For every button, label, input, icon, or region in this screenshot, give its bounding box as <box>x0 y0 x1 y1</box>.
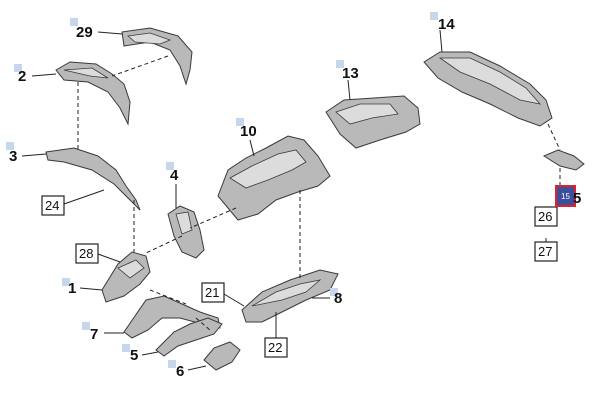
part-8-detail <box>251 279 322 307</box>
part-14-heat-shield[interactable] <box>423 51 553 127</box>
dash-29-2 <box>111 55 169 77</box>
callout-2[interactable]: 2 <box>14 64 26 85</box>
box-26[interactable]: 26 <box>534 206 558 227</box>
svg-text:6: 6 <box>176 363 184 380</box>
part-1-heat-shield[interactable] <box>101 251 151 303</box>
dash-7-5 <box>195 317 211 331</box>
svg-text:14: 14 <box>438 16 455 33</box>
svg-text:27: 27 <box>538 244 552 259</box>
callout-15-highlighted[interactable]: 15 5 <box>555 185 581 207</box>
callout-5[interactable]: 5 <box>122 344 138 364</box>
svg-text:22: 22 <box>268 340 282 355</box>
svg-text:7: 7 <box>90 326 98 343</box>
callout-1[interactable]: 1 <box>62 278 76 297</box>
svg-text:3: 3 <box>9 148 17 165</box>
svg-text:28: 28 <box>79 246 93 261</box>
part-6-bracket[interactable] <box>203 341 241 371</box>
dash-4-1 <box>143 235 183 255</box>
callout-3[interactable]: 3 <box>6 142 17 165</box>
svg-text:15: 15 <box>561 192 570 201</box>
part-10-detail <box>229 149 307 189</box>
leader-29 <box>97 31 123 35</box>
svg-text:8: 8 <box>334 290 342 307</box>
leader-28 <box>97 253 121 263</box>
part-2-detail <box>63 67 109 79</box>
svg-text:2: 2 <box>18 68 26 85</box>
svg-text:26: 26 <box>538 209 552 224</box>
leader-5 <box>141 351 159 356</box>
callout-14[interactable]: 14 <box>430 12 455 33</box>
dash-14-15 <box>547 123 561 151</box>
part-13-detail <box>335 103 399 125</box>
svg-text:10: 10 <box>240 123 257 140</box>
box-22[interactable]: 22 <box>264 337 288 358</box>
callout-6[interactable]: 6 <box>168 360 184 380</box>
part-3-heat-shield[interactable] <box>45 147 141 211</box>
leader-1 <box>79 287 103 291</box>
leader-21 <box>223 293 245 307</box>
part-5-heat-shield[interactable] <box>155 317 223 357</box>
part-2-heat-shield[interactable] <box>55 61 131 126</box>
svg-text:1: 1 <box>68 280 76 297</box>
box-21[interactable]: 21 <box>201 282 225 303</box>
part-15-clip[interactable] <box>542 149 585 171</box>
callout-7[interactable]: 7 <box>82 322 98 343</box>
part-4-detail <box>175 211 193 235</box>
part-1-detail <box>117 259 145 279</box>
svg-text:21: 21 <box>205 285 219 300</box>
callout-4[interactable]: 4 <box>166 162 179 184</box>
svg-text:13: 13 <box>342 65 359 82</box>
callout-15-suffix: 5 <box>573 190 581 207</box>
svg-text:29: 29 <box>76 24 93 41</box>
part-7-heat-shield[interactable] <box>123 295 221 339</box>
callout-8[interactable]: 8 <box>330 288 342 307</box>
leader-10 <box>249 139 255 157</box>
leader-14 <box>439 29 443 53</box>
part-29-detail <box>127 32 172 45</box>
leader-24 <box>63 189 105 205</box>
callout-13[interactable]: 13 <box>336 60 359 82</box>
svg-text:5: 5 <box>130 347 138 364</box>
leader-3 <box>21 153 47 157</box>
svg-text:24: 24 <box>45 198 59 213</box>
box-24[interactable]: 24 <box>41 195 65 216</box>
part-14-detail <box>438 57 542 105</box>
leader-6 <box>187 365 207 371</box>
dash-10-4 <box>189 207 237 229</box>
box-27[interactable]: 27 <box>534 241 558 262</box>
leader-2 <box>31 73 57 77</box>
callout-10[interactable]: 10 <box>236 118 257 140</box>
leader-13 <box>347 79 351 101</box>
callout-29[interactable]: 29 <box>70 18 93 41</box>
svg-text:4: 4 <box>170 167 179 184</box>
box-28[interactable]: 28 <box>75 243 99 264</box>
